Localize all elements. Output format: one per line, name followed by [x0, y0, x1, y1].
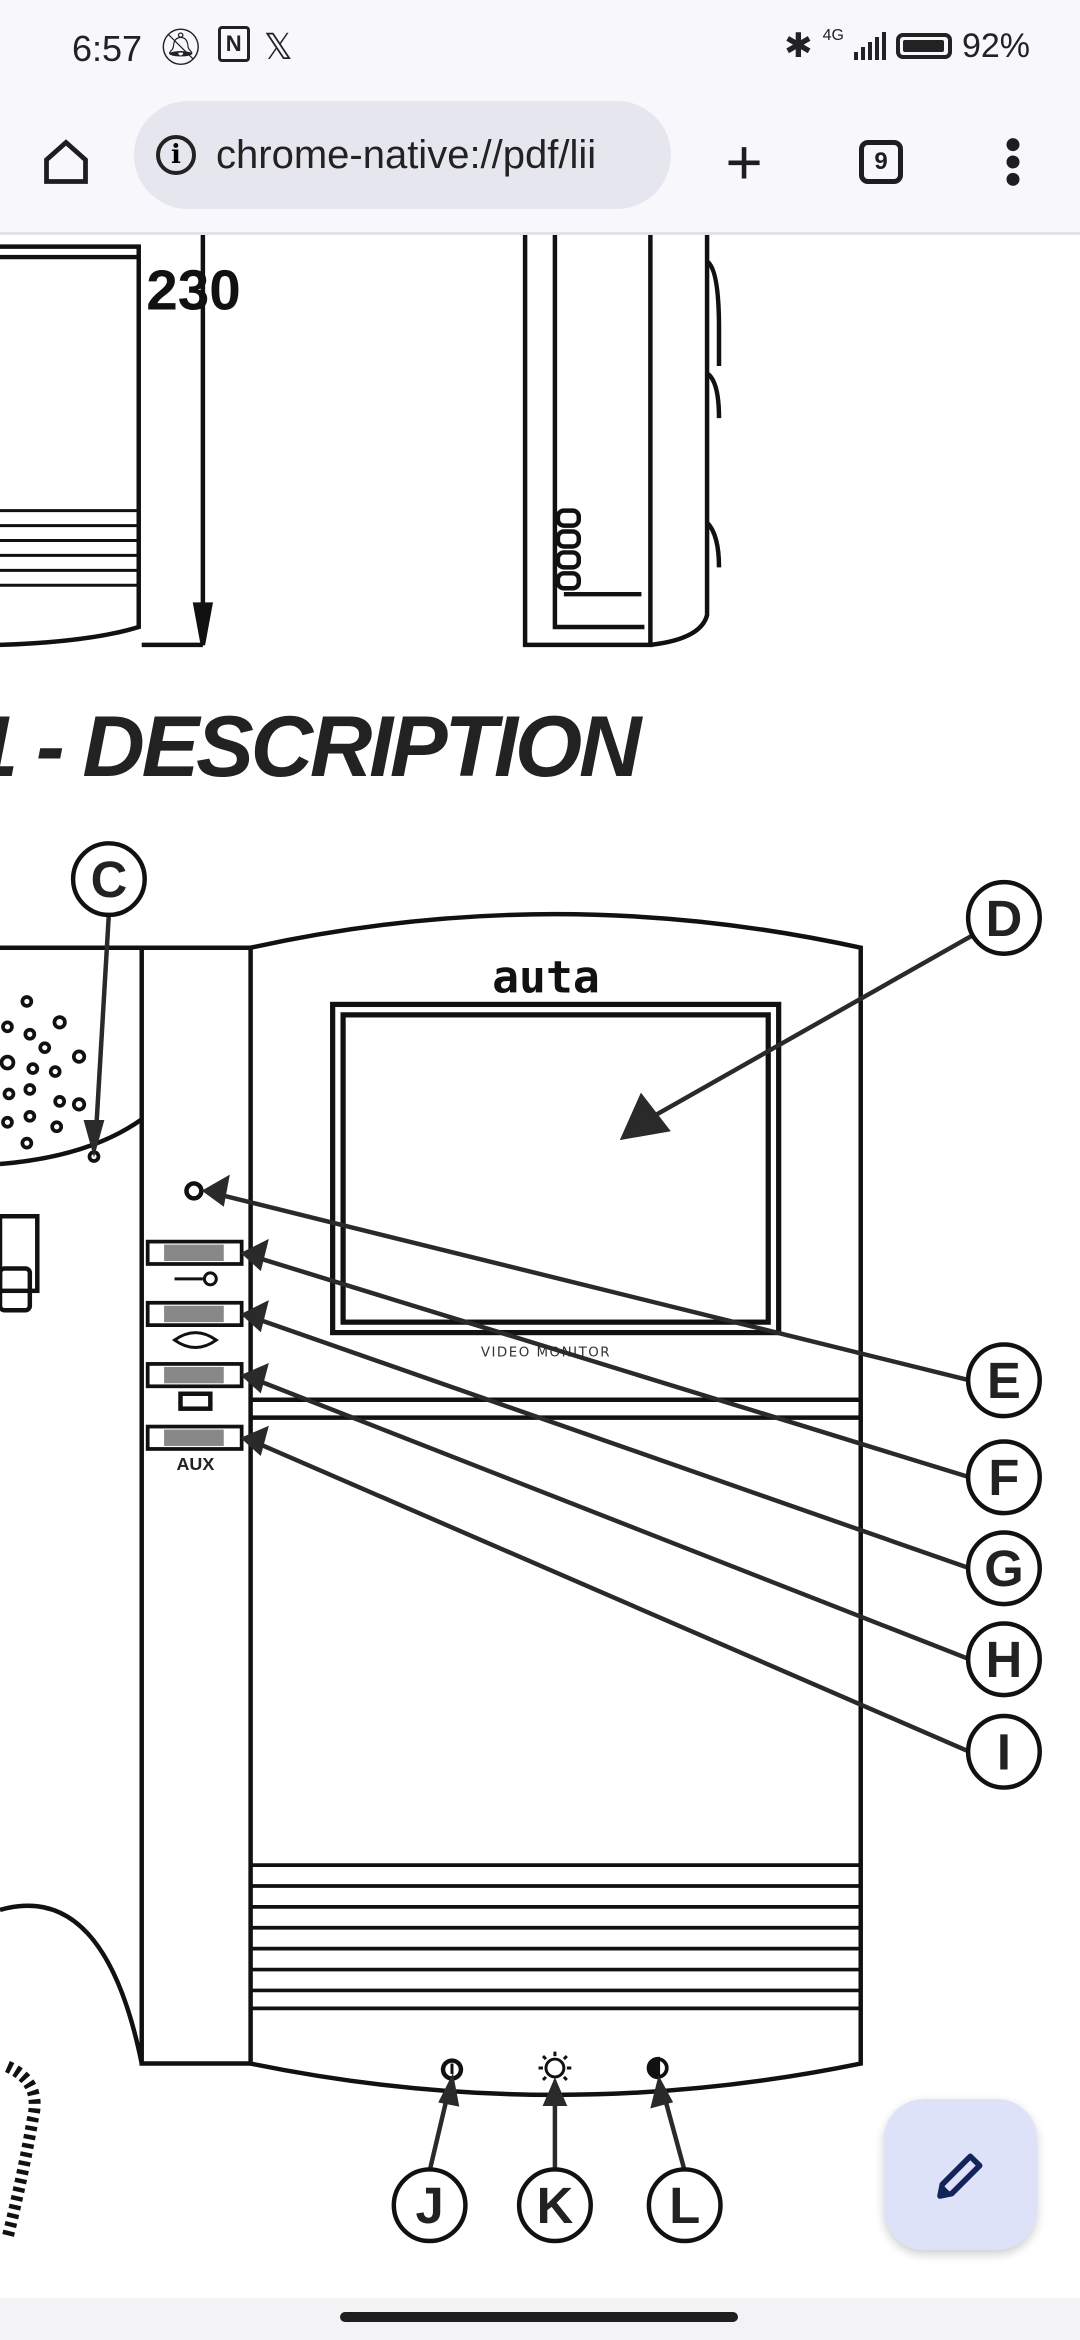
nfc-icon: N	[217, 26, 250, 62]
browser-toolbar: i chrome-native://pdf/lii + 9	[0, 95, 1080, 235]
led-indicator	[184, 1181, 204, 1201]
device-front-drawing: 230	[0, 231, 241, 648]
menu-button[interactable]	[968, 117, 1058, 207]
callout-f: F	[965, 1439, 1042, 1516]
home-button[interactable]	[21, 117, 111, 207]
callout-k: K	[516, 2167, 593, 2244]
x-app-icon: 𝕏	[263, 26, 293, 67]
bell-off-icon: 🔕︎	[158, 26, 204, 67]
network-type: 4G	[822, 27, 844, 44]
svg-text:E: E	[987, 1352, 1021, 1409]
eye-icon	[171, 1331, 219, 1349]
aux-label: AUX	[177, 1454, 215, 1474]
plus-icon: +	[725, 126, 763, 198]
info-icon[interactable]: i	[156, 135, 196, 175]
bluetooth-icon: ✱	[784, 27, 813, 65]
signal-icon	[853, 32, 886, 60]
callout-arrows	[83, 913, 979, 2172]
callout-g: G	[965, 1530, 1042, 1607]
svg-text:H: H	[986, 1631, 1023, 1688]
home-handle[interactable]	[340, 2312, 738, 2322]
callout-i: I	[965, 1713, 1042, 1790]
callout-d: D	[965, 879, 1042, 956]
more-vert-icon	[1006, 138, 1020, 186]
contrast-icon	[646, 2056, 669, 2080]
callout-labels: C D E F G H I J K L	[70, 841, 1042, 2244]
speaker-grille	[0, 995, 101, 1163]
clock: 6:57	[72, 28, 143, 69]
callout-l: L	[646, 2167, 723, 2244]
callout-e: E	[965, 1342, 1042, 1419]
home-icon	[44, 139, 88, 184]
svg-text:K: K	[537, 2177, 574, 2234]
brand-logo: auta	[492, 950, 600, 1003]
monitor-drawing: auta VIDEO MONITOR AUX	[0, 911, 863, 2240]
tab-count: 9	[859, 140, 903, 184]
callout-h: H	[965, 1621, 1042, 1698]
pencil-icon	[936, 2153, 982, 2199]
battery-icon	[895, 33, 952, 59]
edit-fab[interactable]	[884, 2099, 1037, 2250]
monitor-icon	[178, 1391, 213, 1411]
address-bar[interactable]: i chrome-native://pdf/lii	[134, 101, 671, 209]
device-side-drawing	[522, 229, 722, 648]
battery-level: 92%	[961, 26, 1030, 65]
svg-text:I: I	[997, 1724, 1011, 1781]
svg-text:L: L	[669, 2177, 700, 2234]
tab-switcher-button[interactable]: 9	[836, 117, 926, 207]
dimension-label: 230	[146, 259, 241, 322]
svg-text:F: F	[988, 1449, 1019, 1506]
svg-text:J: J	[416, 2177, 444, 2234]
callout-j: J	[391, 2167, 468, 2244]
callout-c: C	[70, 841, 147, 918]
url-text: chrome-native://pdf/lii	[216, 132, 597, 177]
svg-text:D: D	[986, 890, 1023, 947]
svg-text:C: C	[91, 851, 128, 908]
status-bar: 6:57 🔕︎ N 𝕏 ✱ 4G 92%	[0, 0, 1080, 95]
key-icon	[174, 1271, 218, 1287]
new-tab-button[interactable]: +	[699, 117, 789, 207]
side-buttons	[145, 1239, 244, 1451]
handset-cord	[1, 2061, 41, 2240]
section-heading: 1 - DESCRIPTION	[0, 699, 643, 795]
svg-text:G: G	[984, 1540, 1023, 1597]
gesture-nav-bar	[0, 2298, 1080, 2340]
